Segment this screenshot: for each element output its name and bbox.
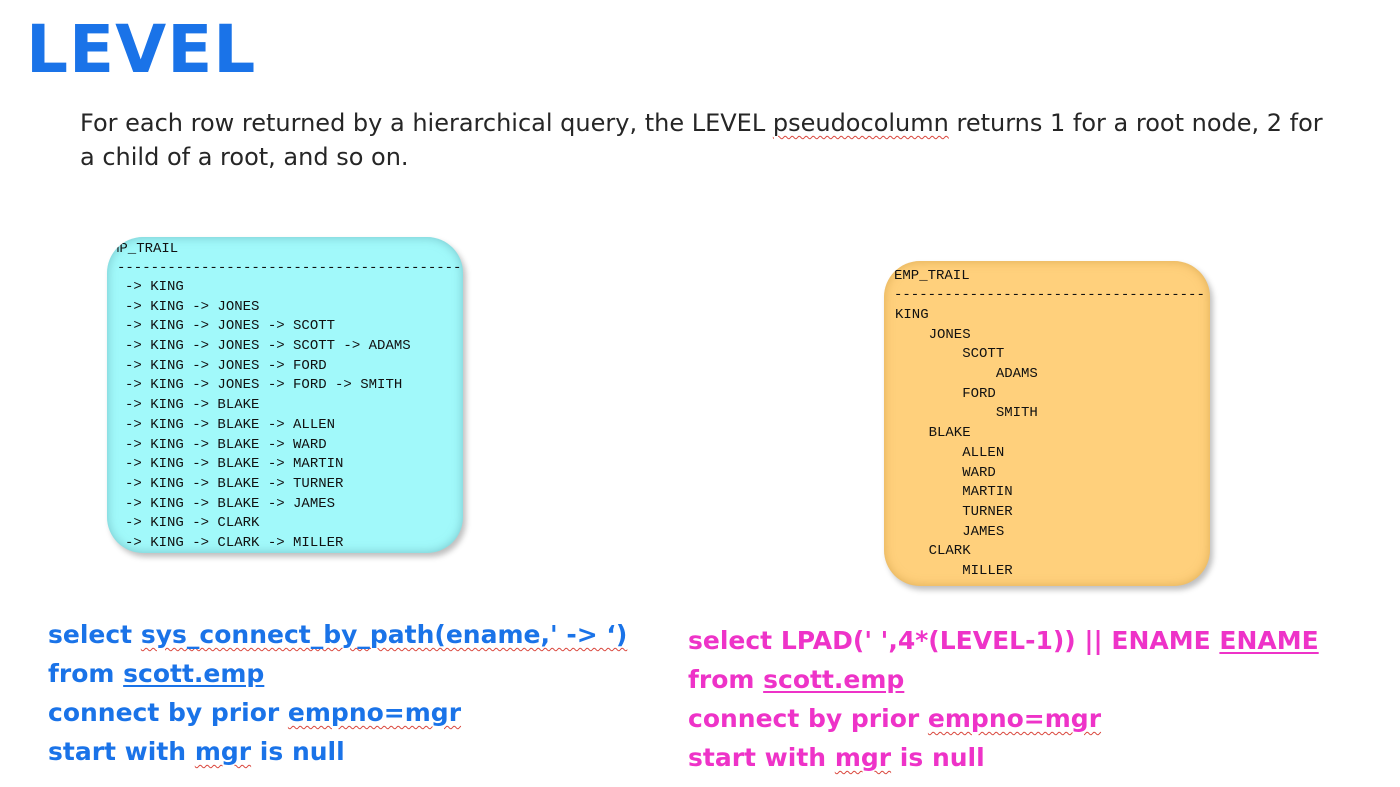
header-rule: ------------------------------------- — [894, 287, 1205, 303]
header-rule: ----------------------------------------… — [117, 260, 463, 276]
output-row: -> KING -> BLAKE -> MARTIN — [125, 456, 344, 473]
output-row: MILLER — [895, 562, 1013, 579]
output-row: -> KING -> CLARK -> MILLER — [125, 534, 344, 551]
output-row: JONES — [895, 326, 971, 343]
sys-connect-by-path-query: select sys_connect_by_path(ename,' -> ‘)… — [48, 615, 627, 771]
output-row: JAMES — [895, 523, 1005, 540]
query-line: start with mgr is null — [48, 737, 345, 766]
output-row: -> KING -> CLARK — [125, 515, 260, 532]
output-row: -> KING -> BLAKE — [125, 397, 260, 414]
output-row: -> KING -> JONES -> FORD — [125, 357, 327, 374]
lpad-level-query: select LPAD(' ',4*(LEVEL-1)) || ENAME EN… — [688, 621, 1319, 777]
output-rows: -> KING -> KING -> JONES -> KING -> JONES … — [125, 278, 411, 553]
slide-description: For each row returned by a hierarchical … — [80, 106, 1392, 174]
query-line: connect by prior empno=mgr — [688, 704, 1102, 733]
description-line-1: For each row returned by a hierarchical … — [80, 109, 1323, 137]
output-row: -> KING -> JONES -> SCOTT -> ADAMS — [125, 338, 411, 355]
path-output-panel: MP_TRAIL -------------------------------… — [107, 237, 463, 553]
output-row: WARD — [895, 464, 996, 481]
output-row: -> KING -> BLAKE -> TURNER — [125, 475, 344, 492]
column-header: EMP_TRAIL — [894, 268, 970, 284]
slide-title: LEVEL — [26, 11, 257, 88]
query-line: connect by prior empno=mgr — [48, 698, 462, 727]
spellcheck-term: pseudocolumn — [772, 109, 949, 137]
output-row: MARTIN — [895, 484, 1013, 501]
output-row: -> KING -> JONES — [125, 298, 260, 315]
output-row: -> KING -> JONES -> FORD -> SMITH — [125, 377, 403, 394]
query-line: select sys_connect_by_path(ename,' -> ‘) — [48, 620, 628, 649]
output-row: -> KING -> BLAKE -> JAMES — [125, 495, 336, 512]
output-row: -> KING -> BLAKE -> ALLEN — [125, 416, 336, 433]
query-line: start with mgr is null — [688, 743, 985, 772]
output-row: ALLEN — [895, 444, 1005, 461]
output-row: FORD — [895, 385, 996, 402]
query-line: select LPAD(' ',4*(LEVEL-1)) || ENAME EN… — [688, 626, 1319, 655]
description-line-2: a child of a root, and so on. — [80, 143, 409, 171]
output-row: TURNER — [895, 503, 1013, 520]
output-row: SMITH — [895, 405, 1038, 422]
output-row: -> KING -> BLAKE -> WARD — [125, 436, 327, 453]
output-row: -> KING -> JONES -> SCOTT — [125, 318, 336, 335]
output-rows: KING JONES SCOTT ADAMS FORD SMITH BLAKE … — [895, 306, 1038, 582]
query-line: from scott.emp — [48, 659, 265, 688]
output-row: ADAMS — [895, 366, 1038, 383]
output-row: -> KING — [125, 279, 184, 295]
lpad-output-panel: EMP_TRAIL ------------------------------… — [884, 261, 1210, 586]
column-header: MP_TRAIL — [111, 241, 179, 257]
output-row: KING — [895, 307, 929, 323]
output-row: BLAKE — [895, 425, 971, 442]
query-line: from scott.emp — [688, 665, 905, 694]
output-row: SCOTT — [895, 346, 1005, 363]
output-row: CLARK — [895, 543, 971, 560]
